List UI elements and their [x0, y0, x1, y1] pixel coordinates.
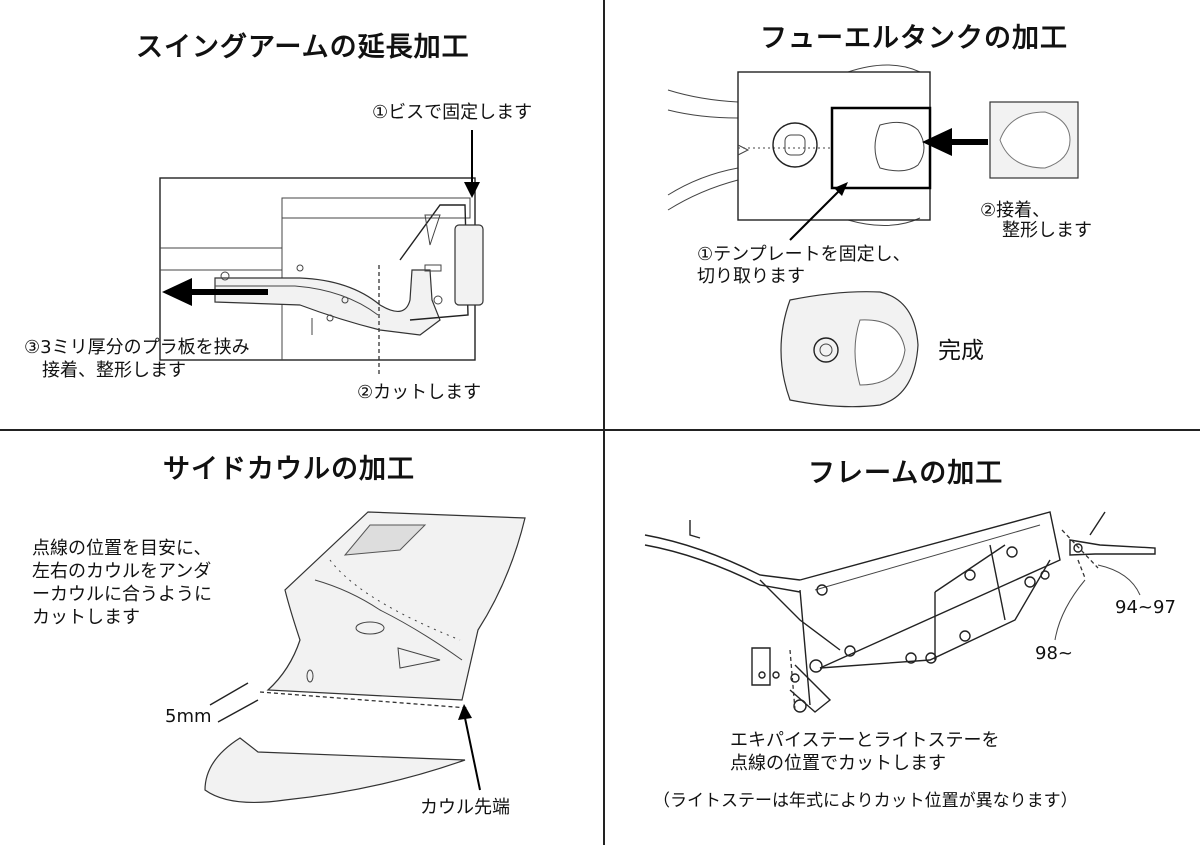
fuel-tank-step2-line2: 整形します — [1002, 220, 1092, 241]
fuel-tank-step1-line1: ①テンプレートを固定し、 — [697, 244, 911, 265]
vertical-divider — [603, 0, 605, 845]
swingarm-step3-label-line2: 接着、整形します — [42, 360, 186, 381]
side-cowl-instruction-line4: カットします — [32, 607, 140, 628]
side-cowl-instruction-line2: 左右のカウルをアンダ — [32, 561, 212, 582]
swingarm-illustration — [159, 130, 484, 375]
frame-instruction-line2: 点線の位置でカットします — [730, 753, 946, 774]
fuel-tank-illustration — [667, 64, 1079, 408]
horizontal-divider — [0, 429, 1200, 431]
fuel-tank-title: フューエルタンクの加工 — [760, 23, 1068, 54]
side-cowl-dimension-label: 5mm — [165, 706, 212, 727]
swingarm-step3-label-line1: ③3ミリ厚分のプラ板を挟み — [24, 337, 250, 358]
side-cowl-instruction-line1: 点線の位置を目安に、 — [32, 538, 212, 559]
fuel-tank-step1-line2: 切り取ります — [697, 266, 805, 287]
frame-year-label-98: 98~ — [1035, 643, 1073, 664]
frame-instruction-line1: エキパイステーとライトステーを — [730, 730, 1000, 751]
swingarm-step1-label: ①ビスで固定します — [372, 102, 533, 123]
frame-note: （ライトステーは年式によりカット位置が異なります） — [653, 791, 1078, 811]
fuel-tank-done-label: 完成 — [938, 338, 984, 364]
side-cowl-illustration — [204, 511, 526, 804]
side-cowl-title: サイドカウルの加工 — [163, 454, 415, 485]
side-cowl-tip-label: カウル先端 — [420, 797, 510, 818]
side-cowl-instruction-line3: ーカウルに合うように — [32, 584, 212, 605]
frame-illustration — [644, 511, 1156, 713]
swingarm-title: スイングアームの延長加工 — [136, 32, 470, 63]
fuel-tank-step2-line1: ②接着、 — [980, 200, 1051, 221]
frame-title: フレームの加工 — [808, 458, 1004, 489]
frame-year-label-94-97: 94~97 — [1115, 597, 1176, 618]
swingarm-step2-label: ②カットします — [357, 382, 482, 403]
